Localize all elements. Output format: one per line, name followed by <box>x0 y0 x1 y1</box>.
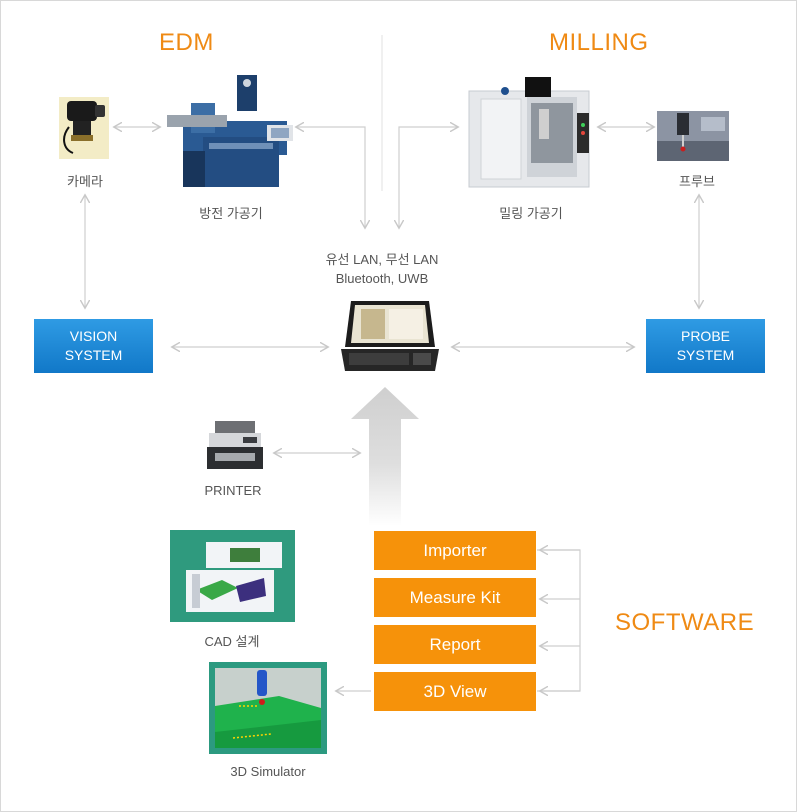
printer-image <box>207 421 263 469</box>
edm-title: EDM <box>159 29 214 56</box>
edm-caption: 방전 가공기 <box>199 206 263 221</box>
edm-machine-image <box>167 75 293 187</box>
camera-image <box>59 97 109 159</box>
software-upload-arrow <box>351 387 419 526</box>
simulator-caption: 3D Simulator <box>230 764 306 779</box>
printer-caption: PRINTER <box>204 483 262 498</box>
probe-system-line2: SYSTEM <box>676 347 735 363</box>
module-importer: Importer <box>374 531 536 570</box>
edm-network-arrow <box>297 127 365 227</box>
probe-system-line1: PROBE <box>680 328 730 344</box>
module-3d-view: 3D View <box>374 672 536 711</box>
cad-image <box>170 530 295 622</box>
probe-caption: 프루브 <box>679 174 715 189</box>
cad-caption: CAD 설계 <box>204 634 260 649</box>
vision-system-line2: SYSTEM <box>64 347 123 363</box>
network-label: 유선 LAN, 무선 LAN Bluetooth, UWB <box>297 250 467 288</box>
probe-system-box: PROBE SYSTEM <box>646 319 765 373</box>
camera-caption: 카메라 <box>67 174 103 189</box>
milling-machine-image <box>468 77 590 188</box>
software-title: SOFTWARE <box>615 609 755 636</box>
module-measure-kit: Measure Kit <box>374 578 536 617</box>
vision-system-box: VISION SYSTEM <box>34 319 153 373</box>
milling-title: MILLING <box>549 29 649 56</box>
network-label-line2: Bluetooth, UWB <box>335 271 429 286</box>
vision-system-line1: VISION <box>69 328 118 344</box>
milling-network-arrow <box>399 127 457 227</box>
probe-image <box>657 111 729 161</box>
milling-caption: 밀링 가공기 <box>499 206 563 221</box>
module-report: Report <box>374 625 536 664</box>
simulator-image <box>209 662 327 754</box>
network-label-line1: 유선 LAN, 무선 LAN <box>325 252 439 267</box>
laptop-image <box>341 301 439 371</box>
